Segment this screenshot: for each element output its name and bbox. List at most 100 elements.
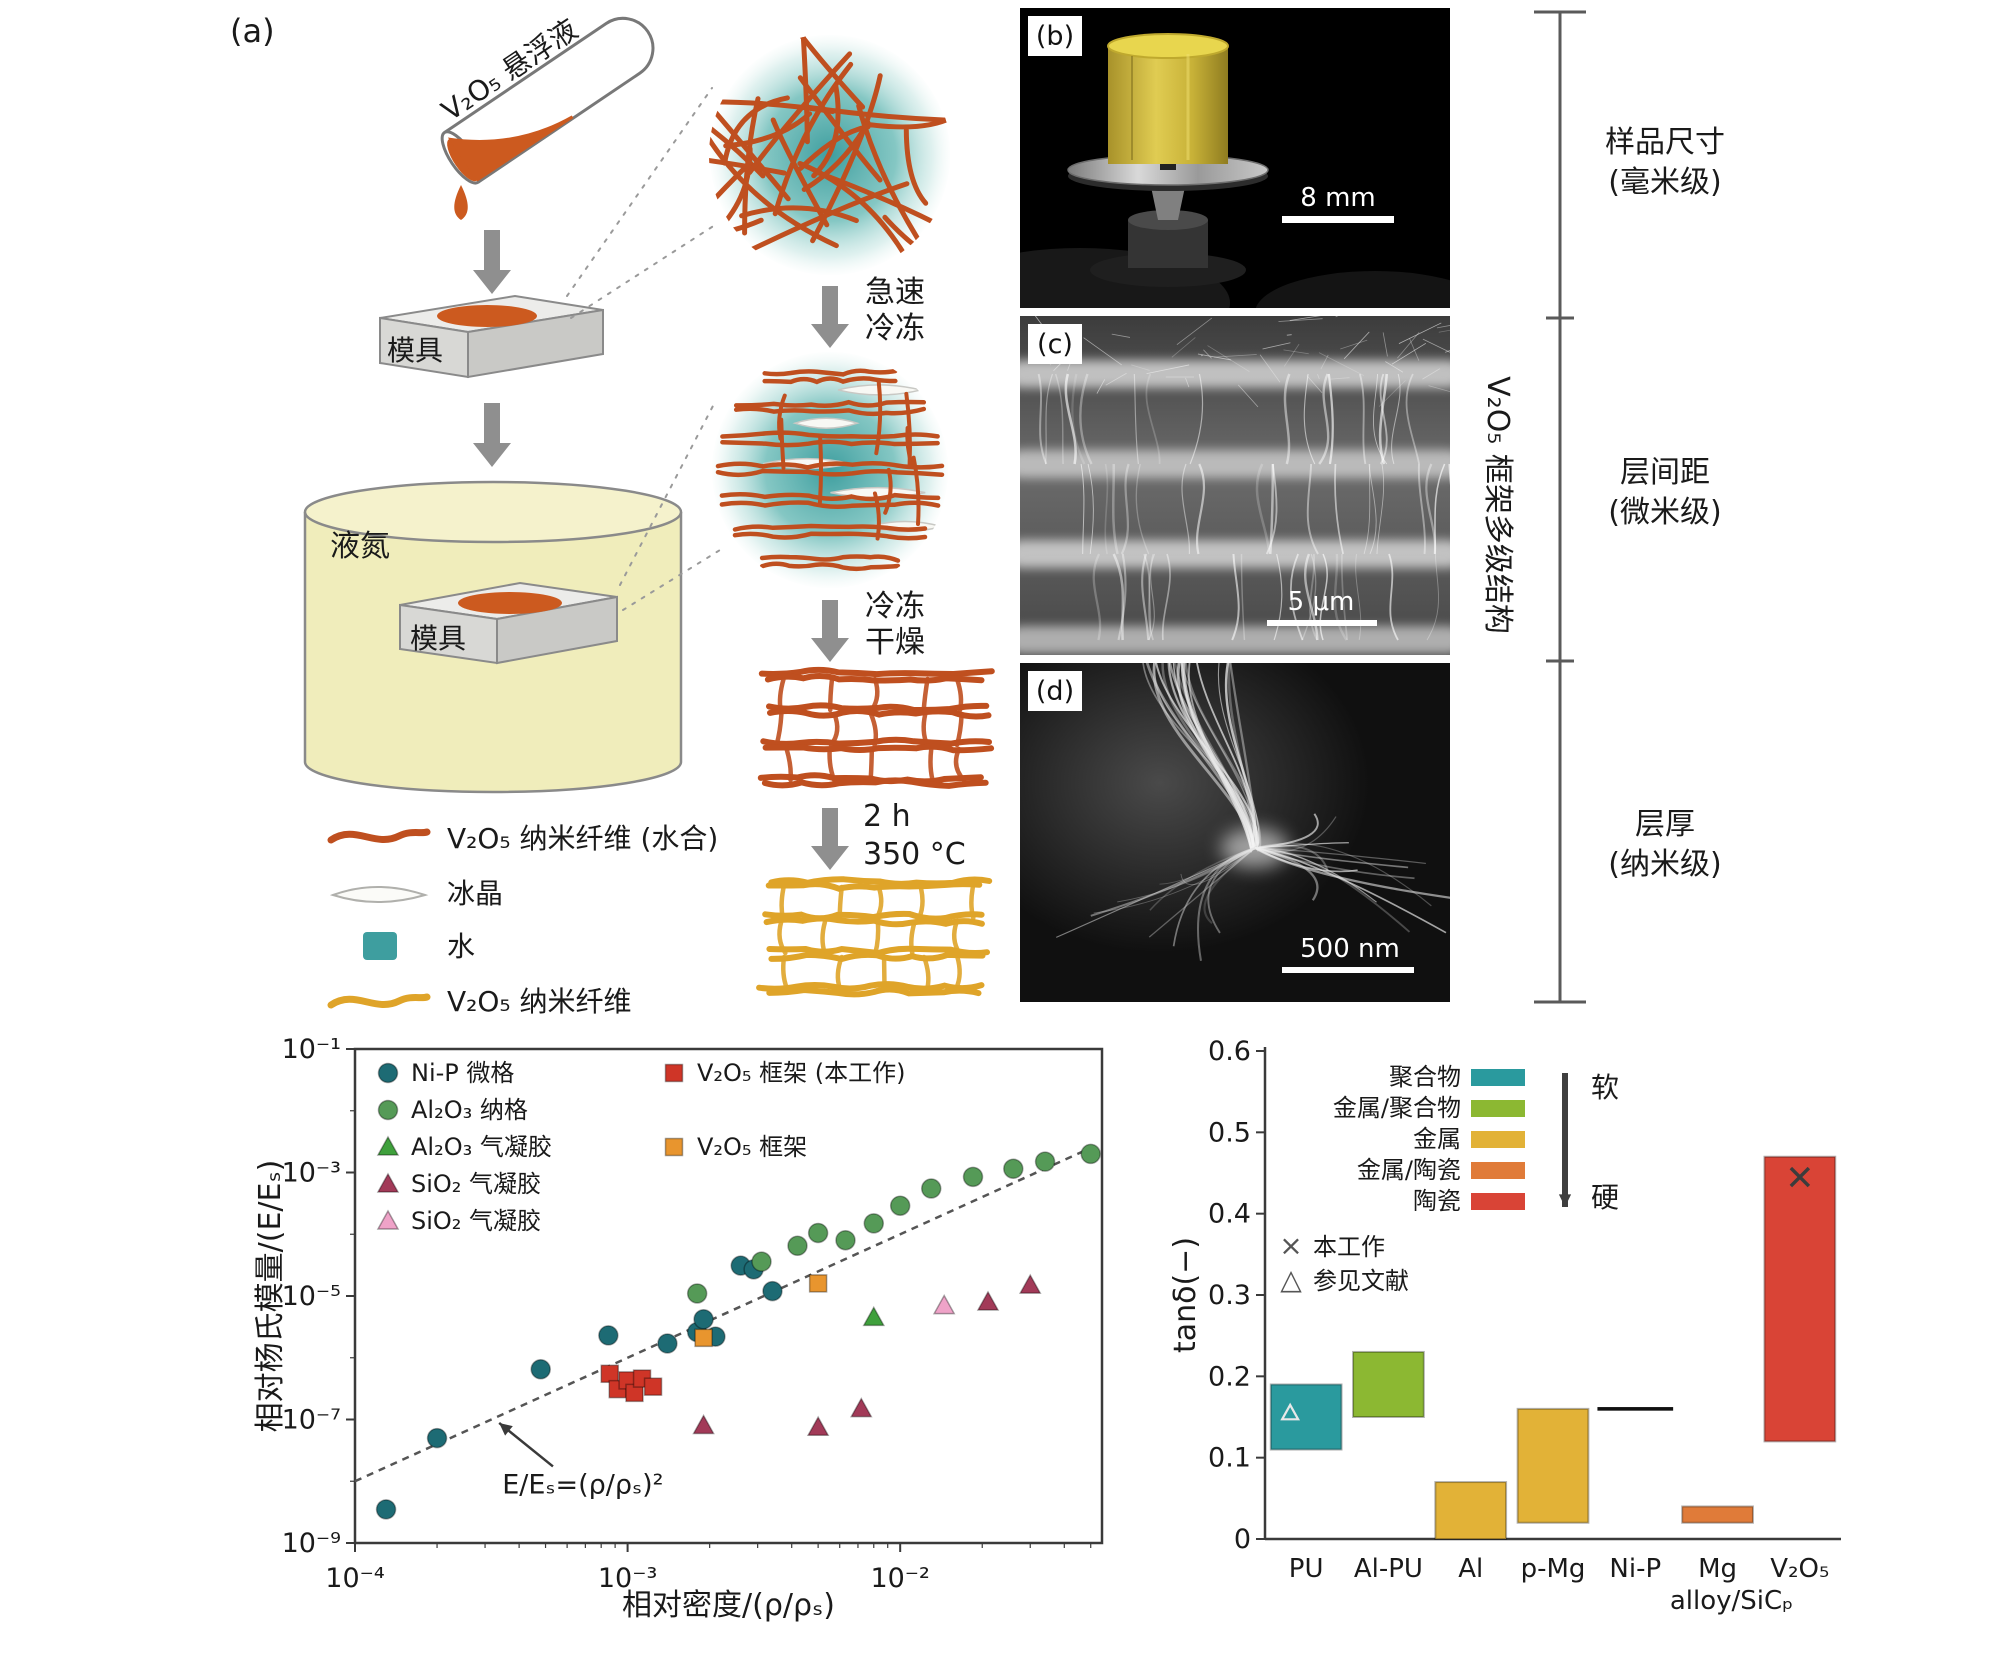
svg-text:Ni-P: Ni-P: [1609, 1554, 1661, 1584]
panel-b-tag: (b): [1028, 16, 1082, 56]
freeze-dried-block-art: [757, 666, 995, 789]
hierarchy-annotation: V₂O₅ 框架多级结构 样品尺寸 (毫米级) 层间距 (微米级) 层厚 (纳米级…: [1480, 10, 1725, 1004]
step-anneal-line2: 350 °C: [863, 837, 966, 872]
series-Al₂O₃ 气凝胶: [862, 1305, 886, 1327]
arrow-down-3: [811, 286, 849, 348]
liquid-nitrogen-label: 液氮: [330, 529, 390, 564]
frozen-fibers-art: [715, 368, 945, 572]
svg-text:软: 软: [1591, 1071, 1619, 1104]
series-SiO₂ 气凝胶: [692, 1273, 1042, 1436]
svg-text:10⁻³: 10⁻³: [282, 1158, 341, 1189]
svg-text:相对杨氏模量/(E/Eₛ): 相对杨氏模量/(E/Eₛ): [253, 1160, 288, 1433]
scalebar-b-label: 8 mm: [1300, 183, 1375, 213]
ice-crystal-swatch: [329, 886, 429, 903]
svg-text:陶瓷: 陶瓷: [1413, 1187, 1461, 1215]
series-Ni-P 微格: [375, 1255, 783, 1520]
svg-text:Al-PU: Al-PU: [1354, 1554, 1423, 1584]
svg-text:p-Mg: p-Mg: [1521, 1554, 1586, 1584]
svg-text:SiO₂ 气凝胶: SiO₂ 气凝胶: [411, 1207, 541, 1235]
sem-d-glow: [1020, 663, 1370, 953]
svg-text:tanδ(−): tanδ(−): [1168, 1237, 1203, 1353]
mold-2: 模具: [399, 581, 618, 665]
step-dry-line1: 冷冻: [865, 589, 925, 624]
arrow-down-2: [473, 403, 511, 467]
series-V₂O₅ 框架 (本工作): [600, 1364, 663, 1403]
magnification-guides: [566, 87, 721, 611]
svg-text:Ni-P 微格: Ni-P 微格: [411, 1059, 514, 1087]
bar-Al-PU: [1352, 1350, 1425, 1418]
liquid-nitrogen-bath: 模具 液氮: [303, 480, 683, 794]
hierarchy-labels: 样品尺寸 (毫米级) 层间距 (微米级) 层厚 (纳米级): [1605, 125, 1725, 882]
svg-text:×: ×: [1279, 1229, 1302, 1262]
svg-text:10⁻⁷: 10⁻⁷: [282, 1405, 341, 1436]
suspension-drop: [454, 185, 468, 220]
svg-text:E/Eₛ=(ρ/ρₛ)²: E/Eₛ=(ρ/ρₛ)²: [502, 1470, 663, 1501]
series-Al₂O₃ 纳格: [686, 1143, 1101, 1304]
legend-label-annealed: V₂O₅ 纳米纤维: [447, 985, 632, 1018]
series-SiO₂ 气凝胶: [932, 1294, 956, 1315]
level-3-line2: (纳米级): [1608, 847, 1721, 882]
scalebar-b: 8 mm: [1282, 183, 1394, 223]
svg-text:V₂O₅ 框架 (本工作): V₂O₅ 框架 (本工作): [697, 1059, 906, 1087]
panel-c-label: (c): [1037, 329, 1073, 360]
svg-text:金属: 金属: [1413, 1125, 1461, 1153]
hierarchy-axis-title: V₂O₅ 框架多级结构: [1480, 376, 1515, 634]
frozen-closeup-circle: [712, 352, 948, 588]
svg-text:0.1: 0.1: [1208, 1443, 1251, 1474]
sem-lamellae-panel: (c) 5 μm: [1020, 316, 1450, 655]
suspension-closeup-circle: [709, 34, 951, 276]
legend-label-water: 水: [447, 930, 475, 963]
scalebar-d: 500 nm: [1282, 934, 1414, 973]
svg-text:10⁻²: 10⁻²: [870, 1563, 929, 1594]
svg-text:0.6: 0.6: [1208, 1036, 1251, 1067]
sem-c-bands: [1020, 360, 1450, 654]
scalebar-c: 5 μm: [1267, 587, 1377, 626]
svg-text:0.4: 0.4: [1208, 1199, 1251, 1230]
fiber-hydrated-swatch: [327, 828, 431, 844]
bar-p-Mg: [1516, 1407, 1590, 1524]
svg-text:10⁻⁴: 10⁻⁴: [325, 1563, 384, 1594]
svg-text:硬: 硬: [1591, 1181, 1619, 1214]
sample-stage-art: [1020, 154, 1450, 308]
level-1-line1: 样品尺寸: [1605, 125, 1725, 160]
panel-c-tag: (c): [1028, 324, 1082, 364]
panel-d-label: (d): [1036, 676, 1074, 707]
svg-text:金属/陶瓷: 金属/陶瓷: [1357, 1156, 1461, 1184]
step-freeze-line1: 急速: [865, 275, 925, 310]
svg-text:参见文献: 参见文献: [1313, 1267, 1409, 1295]
svg-text:V₂O₅: V₂O₅: [1770, 1554, 1829, 1584]
level-1-line2: (毫米级): [1608, 165, 1721, 200]
level-2-line2: (微米级): [1608, 495, 1721, 530]
arrow-down-4: [811, 600, 849, 662]
svg-text:alloy/SiCₚ: alloy/SiCₚ: [1670, 1586, 1793, 1616]
panel-d-tag: (d): [1028, 671, 1082, 711]
svg-text:0.3: 0.3: [1208, 1280, 1251, 1311]
sem-c-fibers-art: [1034, 316, 1450, 641]
hierarchy-bracket: [1534, 10, 1586, 1004]
mold-1: 模具: [379, 294, 604, 379]
svg-text:0.5: 0.5: [1208, 1117, 1251, 1148]
scalebar-c-label: 5 μm: [1288, 587, 1355, 617]
arrow-down-5: [811, 808, 849, 870]
svg-text:相对密度/(ρ/ρₛ): 相对密度/(ρ/ρₛ): [622, 1588, 835, 1623]
level-2-line1: 层间距: [1620, 455, 1710, 490]
svg-text:0.2: 0.2: [1208, 1361, 1251, 1392]
legend-label-ice: 冰晶: [447, 877, 503, 910]
sample-photo-panel: (b) 8 mm: [1020, 8, 1450, 308]
series-V₂O₅ 框架: [694, 1274, 828, 1348]
step-dry-line2: 干燥: [865, 625, 925, 660]
arrow-down-1: [473, 230, 511, 294]
annealed-block-art: [756, 876, 993, 998]
fiber-annealed-swatch: [327, 993, 431, 1009]
svg-text:10⁻³: 10⁻³: [598, 1563, 657, 1594]
step-anneal-line1: 2 h: [863, 799, 911, 834]
bar-V₂O₅: [1763, 1155, 1837, 1443]
mold-1-label: 模具: [387, 334, 443, 367]
svg-text:本工作: 本工作: [1313, 1233, 1385, 1261]
bar-Ni-P: [1597, 1407, 1674, 1411]
svg-text:聚合物: 聚合物: [1389, 1063, 1461, 1091]
svg-text:Al₂O₃ 气凝胶: Al₂O₃ 气凝胶: [411, 1133, 552, 1161]
